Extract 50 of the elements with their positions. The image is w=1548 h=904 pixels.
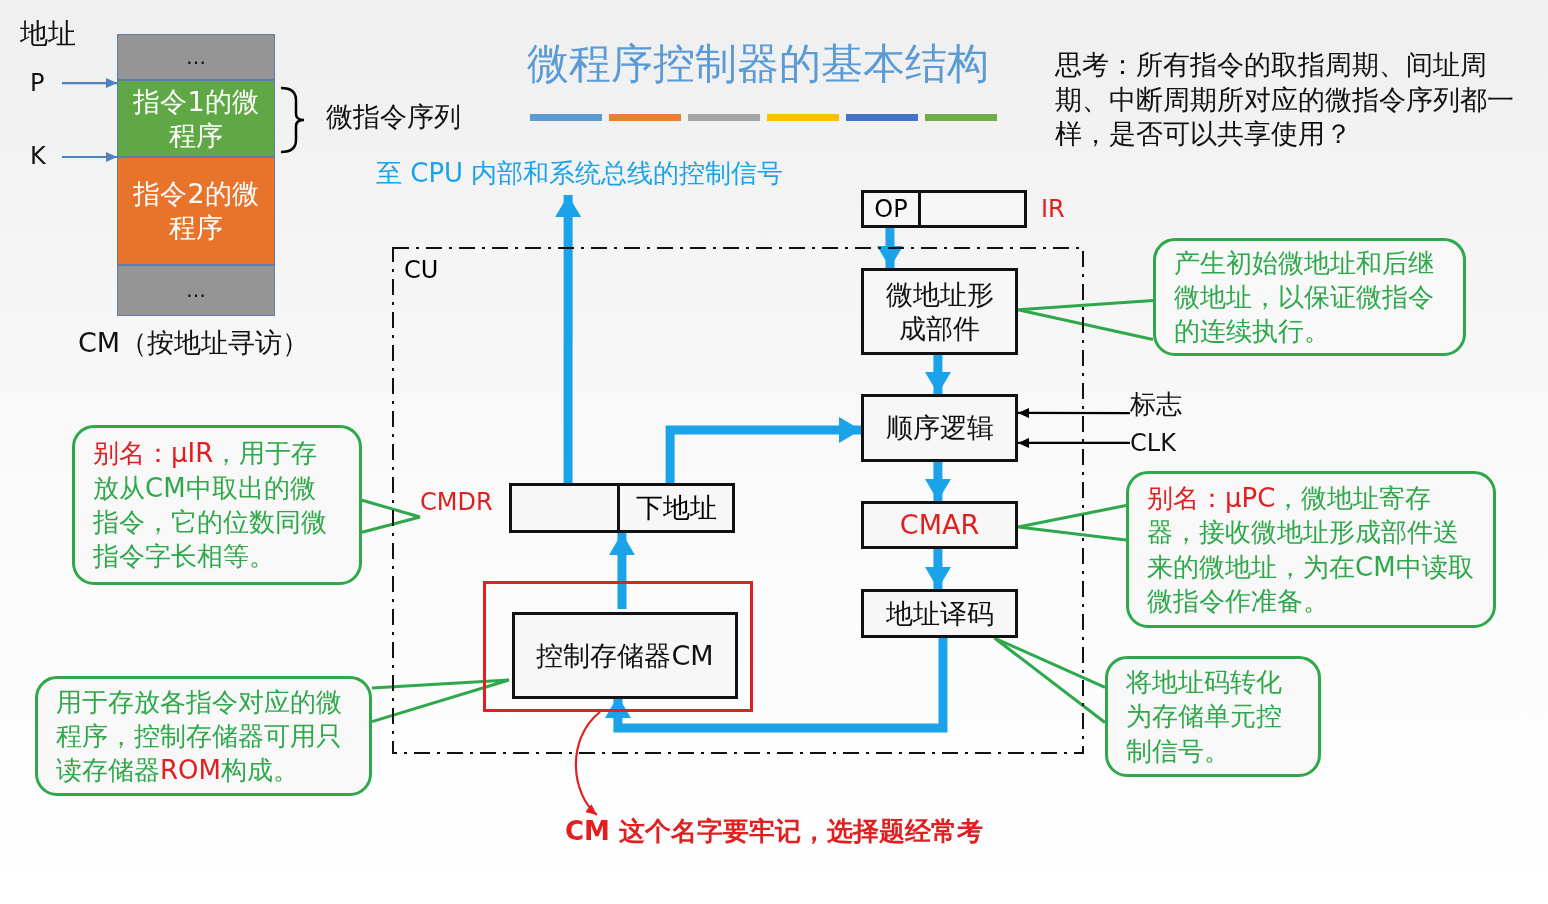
memory-cell: 指令2的微程序 [117,157,275,265]
callout-bubble: 产生初始微地址和后继微地址，以保证微指令的连续执行。 [1153,238,1466,356]
arrow [555,195,582,483]
caption: CM（按地址寻访） [78,326,311,360]
process-box: 地址译码 [861,589,1018,638]
arrow [924,462,951,501]
process-box: CMAR [861,501,1018,549]
callout-bubble: 别名：μPC，微地址寄存器，接收微地址形成部件送来的微地址，为在CM中读取微指令作准备。 [1126,471,1496,628]
arrow [1018,437,1130,448]
marker-label: 标志 [1130,388,1196,422]
marker-label: K [30,141,62,173]
signal-label: 至 CPU 内部和系统总线的控制信号 [376,157,826,195]
memory-cell: … [117,34,275,80]
process-box: 顺序逻辑 [861,394,1018,462]
callout-bubble: 将地址码转化为存储单元控制信号。 [1105,656,1321,777]
callout-bubble: 别名：μIR，用于存放从CM中取出的微指令，它的位数同微指令字长相等。 [72,425,362,585]
callout-bubble: 用于存放各指令对应的微程序，控制存储器可用只读存储器ROM构成。 [35,676,372,796]
callout-pointer [992,636,1107,725]
register-name: IR [1041,194,1065,224]
arrow [665,416,861,483]
axis-label: 地址 [20,16,77,52]
highlight-frame [483,581,753,712]
arrow [604,638,948,733]
curved-arrow [574,711,601,816]
process-box: 微地址形成部件 [861,268,1018,355]
control-unit-boundary [392,247,1084,754]
memory-cell: 指令1的微程序 [117,80,275,157]
field-label: OP [873,194,909,225]
register-name: CMDR [420,487,493,517]
field-label: 下地址 [634,491,718,526]
title: 微程序控制器的基本结构 [525,38,990,90]
callout-pointer [1016,504,1128,542]
arrow [62,78,117,89]
arrow [608,533,635,609]
callout-pointer [370,678,511,724]
marker-label: CLK [1130,428,1190,462]
callout-pointer [1016,299,1155,341]
arrow [62,152,117,162]
arrow [924,549,951,589]
arrow [877,228,903,268]
arrow [1018,408,1130,418]
process-box: 控制存储器CM [512,612,738,699]
note-text: CM 这个名字要牢记，选择题经常考 [565,815,1015,855]
memory-cell: … [117,265,275,316]
question-note: 思考：所有指令的取指周期、间址周期、中断周期所对应的微指令序列都一样，是否可以共享使用？ [1055,48,1515,152]
brace-label: 微指令序列 [326,100,462,134]
arrow [924,355,951,394]
callout-pointer [360,498,422,534]
unit-label: CU [404,255,439,285]
marker-label: P [30,68,62,100]
